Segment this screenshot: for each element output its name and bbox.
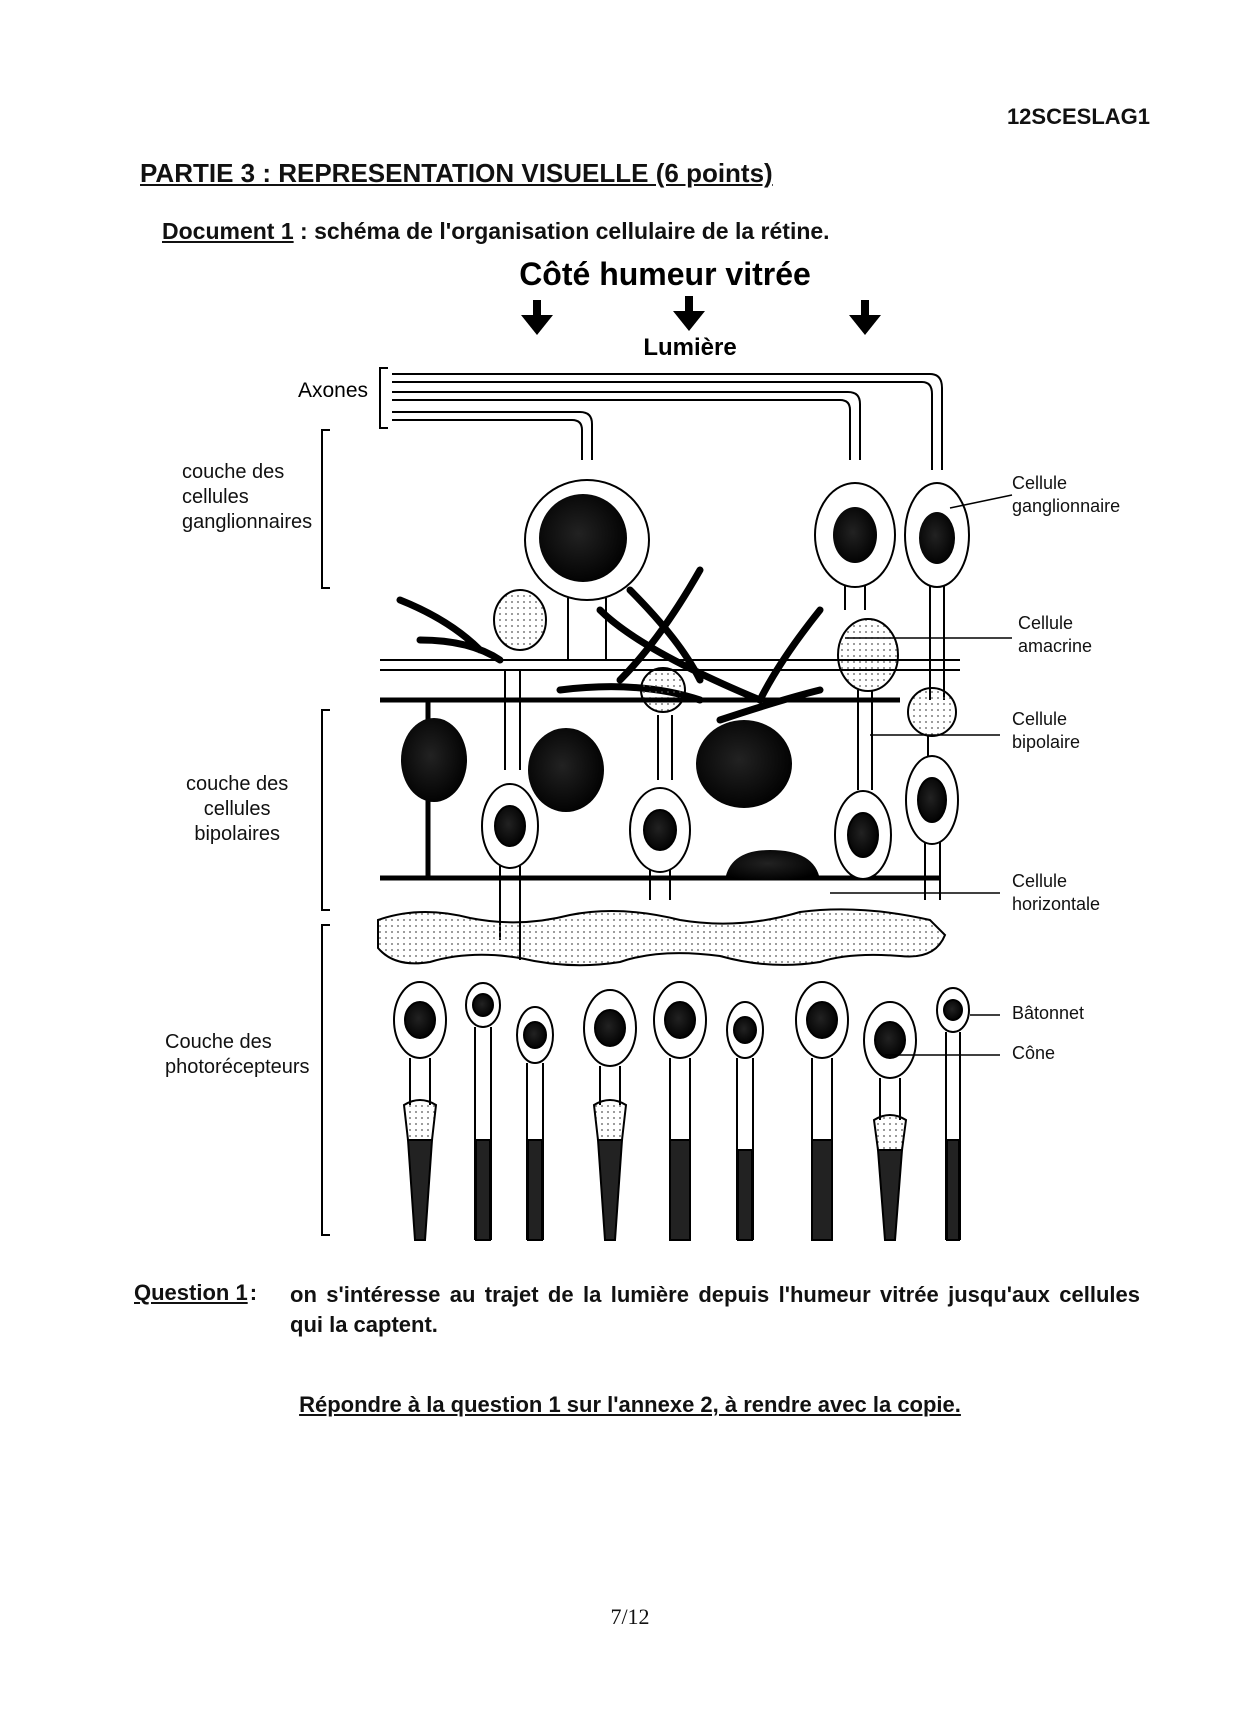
ganglion-layer-bracket	[321, 429, 330, 589]
document-label: Document 1	[162, 218, 294, 244]
cone-label: Cône	[1012, 1043, 1056, 1063]
bipolar-layer-cells	[401, 718, 792, 812]
part-title: PARTIE 3 : REPRESENTATION VISUELLE (6 po…	[140, 158, 773, 188]
question-text: on s'intéresse au trajet de la lumière d…	[290, 1282, 1140, 1337]
rod-label: Bâtonnet	[1012, 1003, 1085, 1023]
bipolar-layer-bracket	[321, 709, 330, 911]
ganglion-cell-label: Cellule ganglionnaire	[1012, 473, 1121, 516]
photo-layer-bracket	[321, 924, 330, 1236]
page-number: 7/12	[610, 1604, 650, 1629]
amacrine-cell-label: Cellule amacrine	[1018, 613, 1093, 656]
ganglion-cells	[524, 479, 970, 700]
document-code: 12SCESLAG1	[1006, 104, 1150, 129]
axones-bracket	[379, 367, 388, 429]
bipolar-layer-label: couche des cellules bipolaires	[186, 773, 289, 845]
diagram-top-title: Côté humeur vitrée	[519, 256, 811, 292]
bipolar-cells	[481, 670, 959, 960]
horizontal-cell	[725, 850, 820, 880]
photoreceptor-layer-label: Couche des photorécepteurs	[165, 1031, 310, 1078]
label-leader-lines	[830, 494, 1013, 1056]
axones-label: Axones	[298, 379, 368, 402]
document-caption: Document 1 : schéma de l'organisation ce…	[162, 218, 830, 245]
bipolar-cell-label: Cellule bipolaire	[1012, 709, 1081, 752]
horizontal-cell-label: Cellule horizontale	[1012, 871, 1101, 914]
ganglion-layer-label: couche des cellules ganglionnaires	[182, 461, 313, 533]
document-caption-text: : schéma de l'organisation cellulaire de…	[293, 218, 830, 244]
inner-plexiform-lines	[380, 659, 960, 671]
question-label: Question 1 :	[134, 1280, 258, 1305]
light-label: Lumière	[643, 334, 736, 361]
synaptic-band	[377, 908, 947, 967]
axon-lines	[392, 373, 943, 470]
light-arrow-icon	[521, 296, 881, 335]
photoreceptors	[393, 981, 970, 1241]
answer-instruction: Répondre à la question 1 sur l'annexe 2,…	[299, 1392, 961, 1417]
